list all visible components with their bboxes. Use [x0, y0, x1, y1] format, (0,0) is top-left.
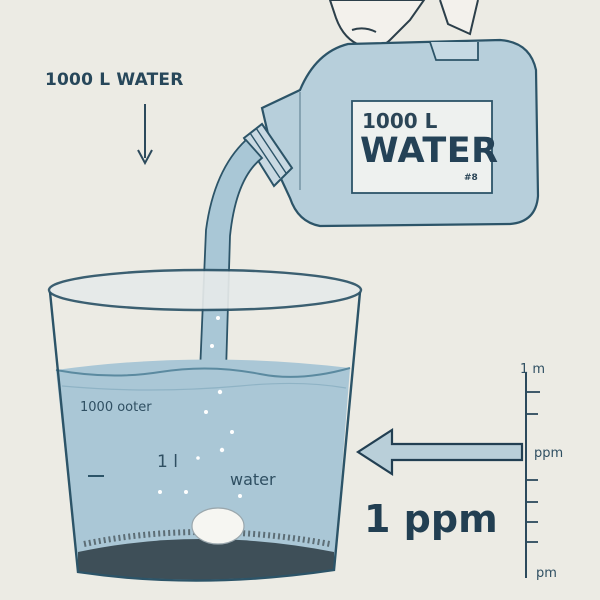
jug-label-water: WATER	[360, 131, 499, 171]
cup-label-liter: 1 l	[157, 452, 178, 472]
scale-label-top: 1 m	[520, 362, 546, 377]
cup-label-volume: 1000 ooter	[80, 400, 152, 415]
water-jug	[260, 38, 540, 228]
jug-spout	[242, 122, 294, 188]
arrow-left-icon	[355, 427, 524, 477]
water-stream	[199, 138, 264, 373]
top-label: 1000 L WATER	[45, 70, 184, 90]
scale-ruler	[525, 372, 540, 578]
cup-label-water: water	[230, 470, 276, 489]
jug-label-mark: #8	[464, 173, 478, 183]
scale-label-mid: ppm	[534, 446, 564, 461]
arrow-down-icon	[137, 104, 153, 166]
scale-label-bottom: pm	[536, 566, 557, 581]
hand-icon	[328, 0, 479, 49]
measuring-cup	[47, 268, 363, 582]
ppm-label: 1 ppm	[364, 497, 498, 541]
jug-label-volume: 1000 L	[362, 109, 438, 133]
